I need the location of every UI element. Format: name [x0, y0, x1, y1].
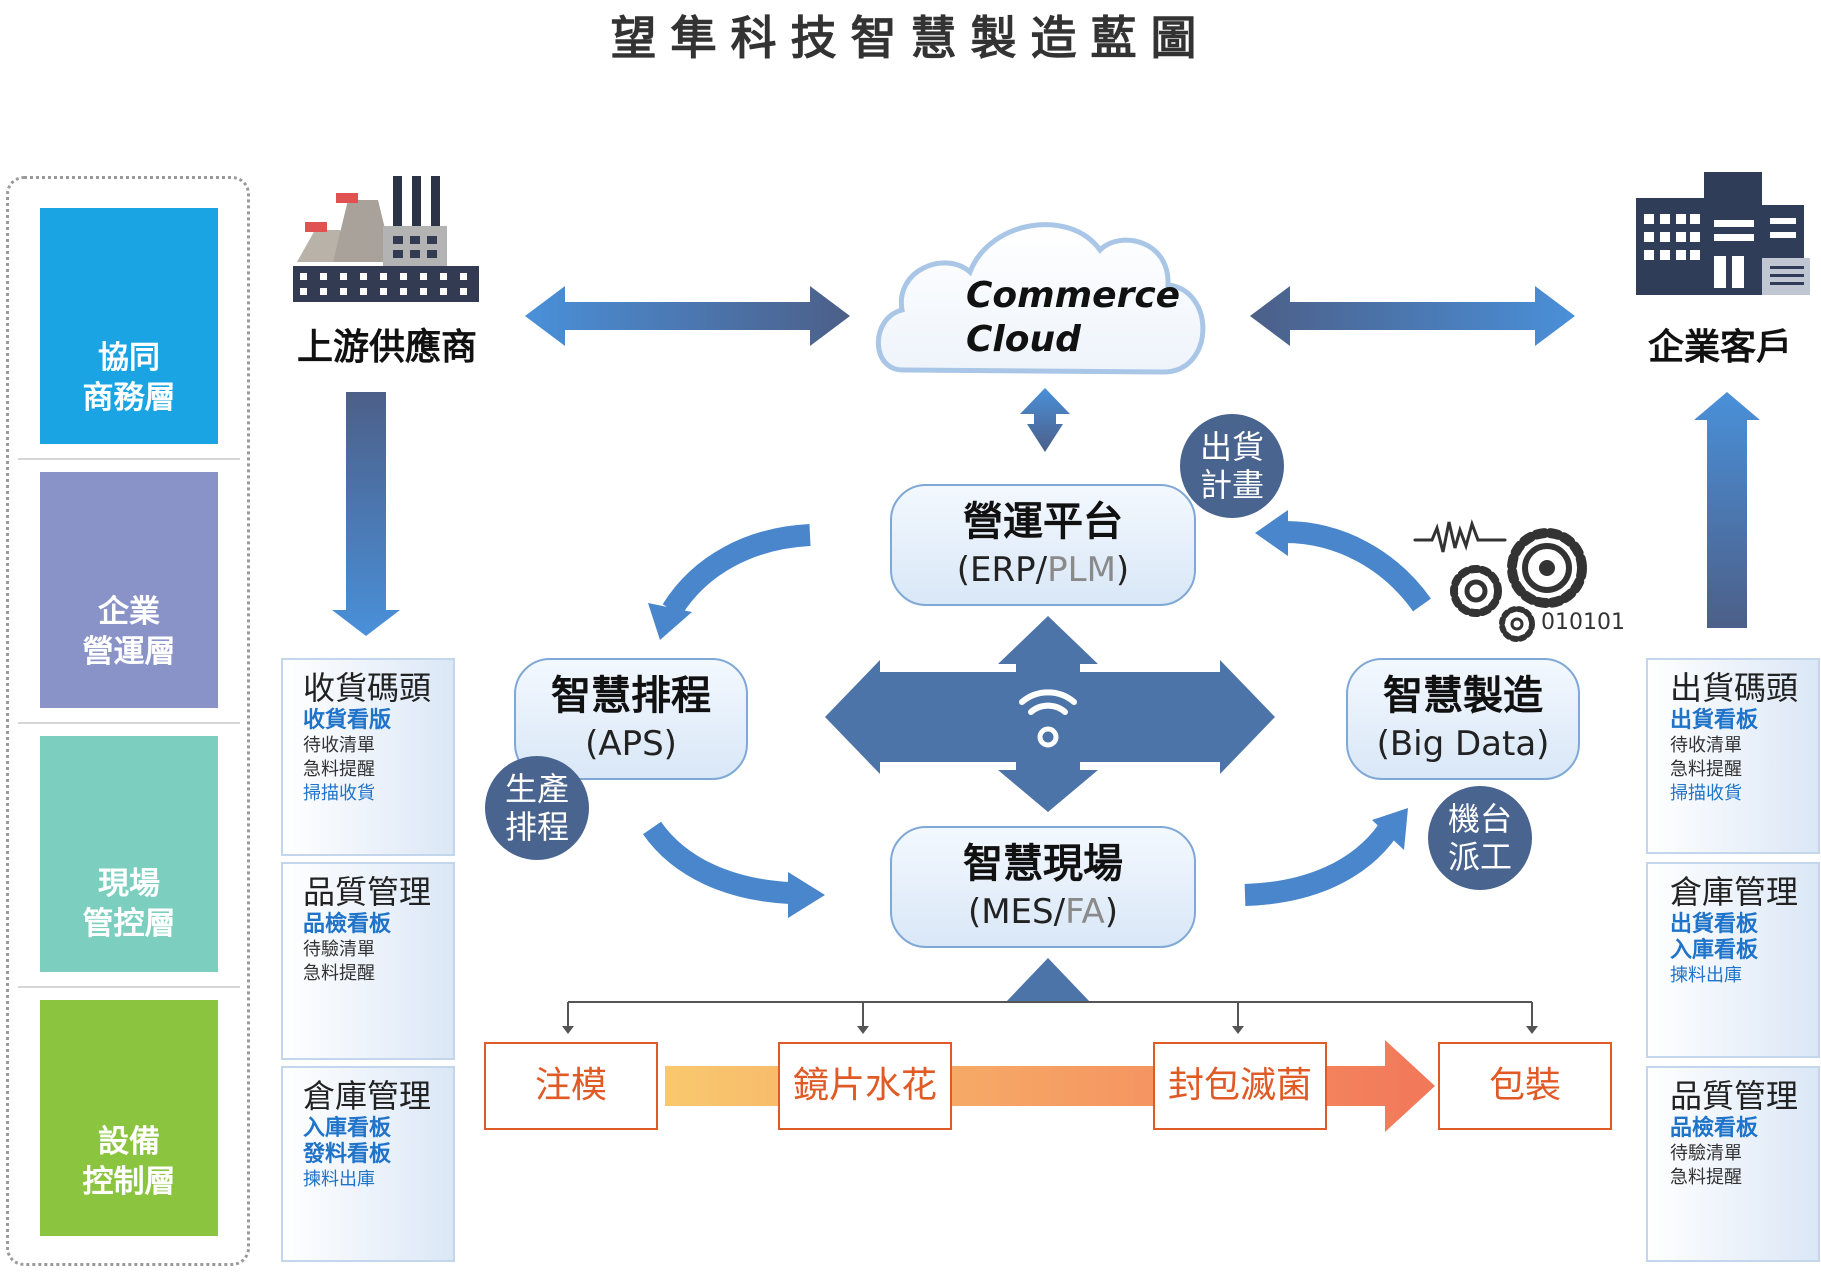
commerce-cloud-shape [875, 222, 1206, 375]
process-connector [567, 1001, 1533, 1028]
layer-legend-frame [6, 176, 250, 1266]
mes-to-bigdata-arrow [1244, 823, 1398, 906]
layer-enterprise-operations: 企業 營運層 [40, 472, 218, 708]
mes-node[interactable]: 智慧現場 (MES/FA) [890, 826, 1196, 948]
layer-divider [18, 722, 240, 724]
mes-title: 智慧現場 [963, 841, 1123, 887]
left-panel-receiving-dock: 收貨碼頭 收貨看版 待收清單 急料提醒 掃描收貨 [281, 658, 455, 856]
mes-base-triangle [1006, 958, 1090, 1002]
process-step-sealing-sterilization[interactable]: 封包滅菌 [1153, 1042, 1327, 1130]
shipping-plan-badge: 出貨計畫 [1180, 414, 1284, 518]
layer-label: 設備 控制層 [82, 1124, 176, 1200]
production-schedule-badge: 生產排程 [485, 756, 589, 860]
bigdata-subtitle: (Big Data) [1376, 724, 1550, 764]
customer-label: 企業客戶 [1647, 327, 1792, 368]
erp-subtitle: (ERP/PLM) [956, 550, 1130, 590]
supplier-cloud-arrow [525, 286, 850, 346]
layer-shopfloor-control: 現場 管控層 [40, 736, 218, 972]
aps-to-mes-arrow [642, 821, 791, 904]
right-panel-warehouse-management: 倉庫管理 出貨看板 入庫看板 揀料出庫 [1646, 862, 1820, 1058]
layer-divider [18, 986, 240, 988]
layer-label: 協同 商務層 [82, 340, 176, 416]
central-cross-arrow [825, 616, 1275, 812]
process-step-lens-hydration[interactable]: 鏡片水花 [778, 1042, 952, 1130]
layer-equipment-control: 設備 控制層 [40, 1000, 218, 1236]
office-building-icon [1636, 172, 1810, 295]
mes-subtitle: (MES/FA) [967, 892, 1119, 932]
wifi-gear-icon [1019, 689, 1077, 748]
bigdata-node[interactable]: 智慧製造 (Big Data) [1346, 658, 1580, 780]
layer-divider [18, 458, 240, 460]
layer-collaborative-commerce: 協同 商務層 [40, 208, 218, 444]
layer-label: 企業 營運層 [82, 594, 176, 670]
binary-code-label: 010101 [1541, 610, 1625, 635]
process-flow-arrow [665, 1040, 1435, 1132]
cloud-customer-arrow [1250, 286, 1575, 346]
erp-to-aps-arrow [662, 524, 811, 617]
commerce-cloud-label: Commerce Cloud [966, 275, 1181, 360]
supplier-down-arrow [332, 392, 400, 636]
diagram-title: 望隼科技智慧製造藍圖 [610, 11, 1211, 65]
process-step-packaging[interactable]: 包裝 [1438, 1042, 1612, 1130]
erp-node[interactable]: 營運平台 (ERP/PLM) [890, 484, 1196, 606]
cloud-erp-arrow [1020, 388, 1070, 452]
factory-icon [293, 176, 479, 302]
left-panel-warehouse-management: 倉庫管理 入庫看板 發料看板 揀料出庫 [281, 1066, 455, 1262]
left-panel-quality-management: 品質管理 品檢看板 待驗清單 急料提醒 [281, 862, 455, 1060]
aps-node[interactable]: 智慧排程 (APS) [514, 658, 748, 780]
aps-subtitle: (APS) [585, 724, 677, 764]
right-panel-quality-management: 品質管理 品檢看板 待驗清單 急料提醒 [1646, 1066, 1820, 1262]
big-data-gears-icon [1413, 519, 1587, 642]
machine-dispatch-badge: 機台派工 [1428, 786, 1532, 890]
bigdata-to-erp-arrow [1284, 521, 1431, 612]
customer-up-arrow [1694, 392, 1760, 628]
erp-title: 營運平台 [963, 499, 1123, 545]
right-panel-shipping-dock: 出貨碼頭 出貨看板 待收清單 急料提醒 掃描收貨 [1646, 658, 1820, 854]
aps-title: 智慧排程 [551, 673, 711, 719]
layer-label: 現場 管控層 [82, 866, 176, 942]
process-step-injection[interactable]: 注模 [484, 1042, 658, 1130]
supplier-label: 上游供應商 [296, 327, 477, 368]
bigdata-title: 智慧製造 [1383, 673, 1543, 719]
